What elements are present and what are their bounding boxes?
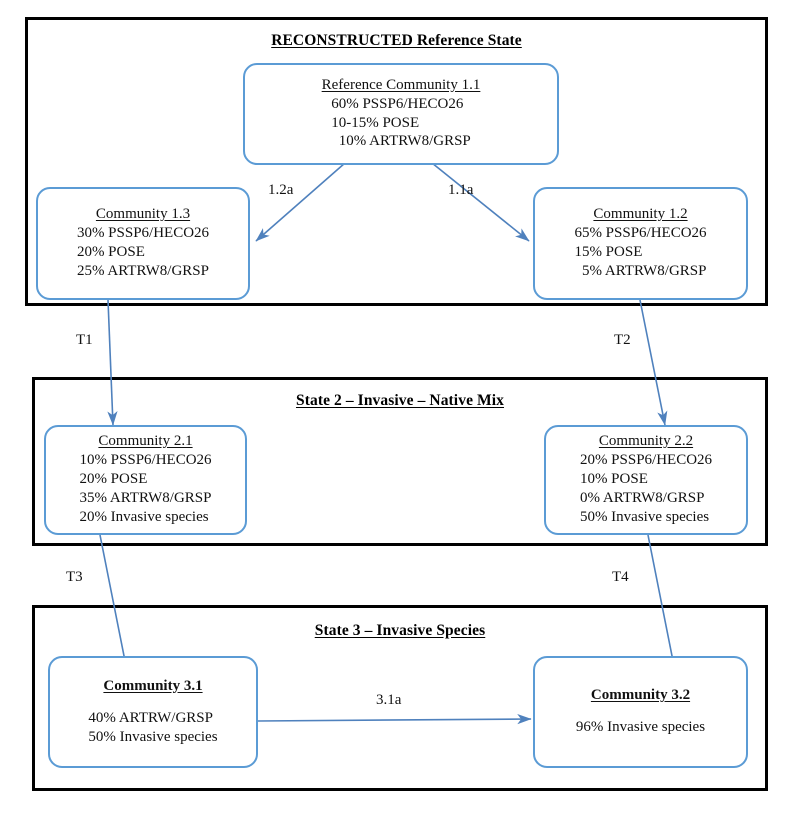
community-3-2-title: Community 3.2 (590, 687, 691, 704)
community-2-1-lines: 10% PSSP6/HECO26 20% POSE 35% ARTRW8/GRS… (79, 451, 211, 527)
community-1-2-lines: 65% PSSP6/HECO26 15% POSE 5% ARTRW8/GRSP (574, 224, 706, 281)
community-3-2-line-1: 96% Invasive species (575, 719, 706, 736)
community-3-1-gap (58, 696, 248, 709)
transition-label-1-2a: 1.2a (268, 182, 294, 198)
community-1-2-box[interactable]: Community 1.2 65% PSSP6/HECO26 15% POSE … (533, 187, 748, 300)
community-3-1-title: Community 3.1 (103, 677, 203, 694)
community-2-1-title: Community 2.1 (98, 433, 193, 450)
community-1-3-title: Community 1.3 (95, 206, 191, 223)
community-1-1-title: Reference Community 1.1 (321, 76, 481, 93)
community-2-2-line-1: 20% PSSP6/HECO26 (579, 452, 713, 469)
community-2-1-line-2: 20% POSE (79, 471, 148, 488)
community-3-1-line-2: 50% Invasive species (88, 728, 218, 745)
community-1-3-box[interactable]: Community 1.3 30% PSSP6/HECO26 20% POSE … (36, 187, 250, 300)
community-1-2-line-2: 15% POSE (574, 244, 643, 261)
community-1-2-line-1: 65% PSSP6/HECO26 (574, 225, 707, 242)
community-2-2-line-4: 50% Invasive species (579, 508, 710, 525)
transition-label-t2: T2 (614, 332, 631, 348)
community-2-1-line-3: 35% ARTRW8/GRSP (79, 490, 212, 506)
transition-label-3-1a: 3.1a (376, 692, 402, 708)
transition-label-t4: T4 (612, 569, 629, 585)
community-3-1-box[interactable]: Community 3.1 40% ARTRW/GRSP 50% Invasiv… (48, 656, 258, 768)
state-3-heading: State 3 – Invasive Species (314, 622, 486, 639)
community-1-3-lines: 30% PSSP6/HECO26 20% POSE 25% ARTRW8/GRS… (77, 224, 209, 281)
community-1-1-box[interactable]: Reference Community 1.1 60% PSSP6/HECO26… (243, 63, 559, 165)
transition-label-1-1a: 1.1a (448, 182, 474, 198)
community-1-3-line-3: 25% ARTRW8/GRSP (76, 262, 209, 279)
community-1-3-line-1: 30% PSSP6/HECO26 (76, 225, 210, 242)
community-2-1-box[interactable]: Community 2.1 10% PSSP6/HECO26 20% POSE … (44, 425, 247, 535)
community-1-1-line-3: 10% ARTRW8/GRSP (331, 133, 471, 150)
community-3-2-gap (543, 705, 738, 718)
community-1-3-line-2: 20% POSE (76, 244, 145, 261)
community-3-2-lines: 96% Invasive species (576, 718, 705, 737)
community-1-1-line-1: 60% PSSP6/HECO26 (331, 95, 464, 112)
community-1-2-line-3: 5% ARTRW8/GRSP (574, 262, 707, 279)
transition-label-t1: T1 (76, 332, 93, 348)
community-2-2-box[interactable]: Community 2.2 20% PSSP6/HECO26 10% POSE … (544, 425, 748, 535)
community-1-1-lines: 60% PSSP6/HECO26 10-15% POSE 10% ARTRW8/… (331, 95, 471, 152)
community-2-1-line-4: 20% Invasive species (79, 508, 209, 525)
state-2-heading: State 2 – Invasive – Native Mix (295, 392, 505, 409)
community-3-2-box[interactable]: Community 3.2 96% Invasive species (533, 656, 748, 768)
community-1-1-line-2: 10-15% POSE (331, 114, 420, 131)
community-2-1-line-1: 10% PSSP6/HECO26 (79, 452, 212, 469)
community-2-2-line-3: 0% ARTRW8/GRSP (579, 490, 705, 506)
community-3-1-line-1: 40% ARTRW/GRSP (88, 709, 213, 726)
community-3-1-lines: 40% ARTRW/GRSP 50% Invasive species (88, 709, 217, 747)
state-1-heading: RECONSTRUCTED Reference State (271, 32, 522, 49)
community-2-2-line-2: 10% POSE (579, 471, 648, 488)
community-1-2-title: Community 1.2 (593, 206, 688, 223)
community-2-2-title: Community 2.2 (598, 433, 694, 450)
transition-label-t3: T3 (66, 569, 83, 585)
community-2-2-lines: 20% PSSP6/HECO26 10% POSE 0% ARTRW8/GRSP… (580, 451, 712, 527)
